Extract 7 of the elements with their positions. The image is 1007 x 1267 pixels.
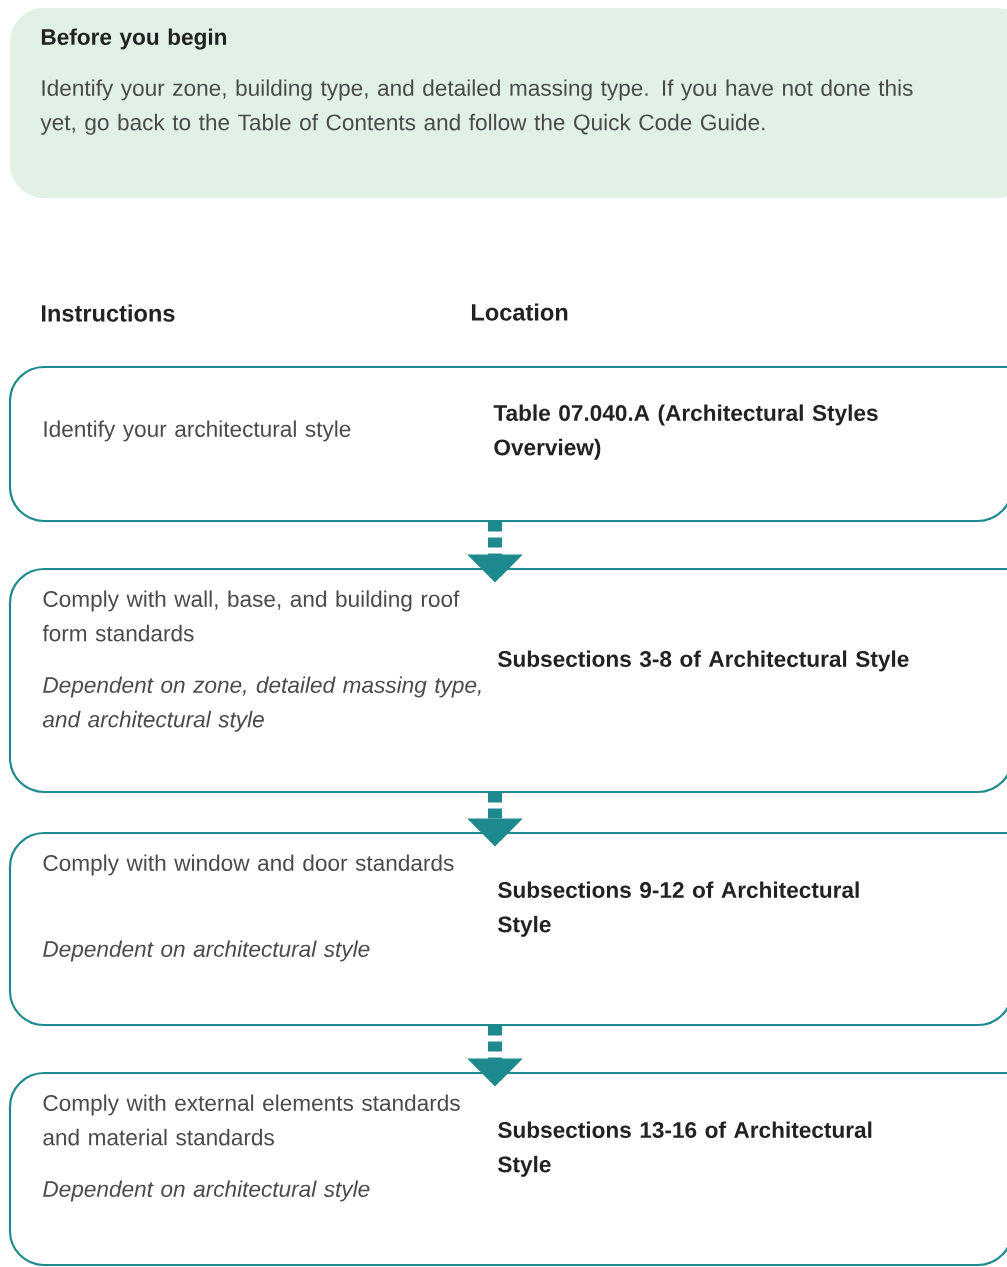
step-box: Comply with wall, base, and building roof form standards Dependent on zone, detailed massing type, and architectural style Subsections 3-8 of Architectural Style (8, 567, 1007, 794)
step-box: Comply with external elements standards and material standards Dependent on architectural style Subsections 13-16 of Architectural Style (8, 1071, 1007, 1267)
column-header: Location (471, 303, 568, 321)
step-box: Identify your architectural style Table 07.040.A (Architectural Styles Overview) (8, 365, 1007, 523)
info-panel: Before you begin Identify your zone, building type, and detailed massing type. If you have not done this yet, go back to the Table of Contents and follow the Quick Code Guide. (10, 8, 1007, 198)
step-box: Comply with window and door standards Dependent on architectural style Subsections 9-12 of Architectural Style (8, 831, 1007, 1027)
column-header: Instructions (41, 304, 175, 322)
